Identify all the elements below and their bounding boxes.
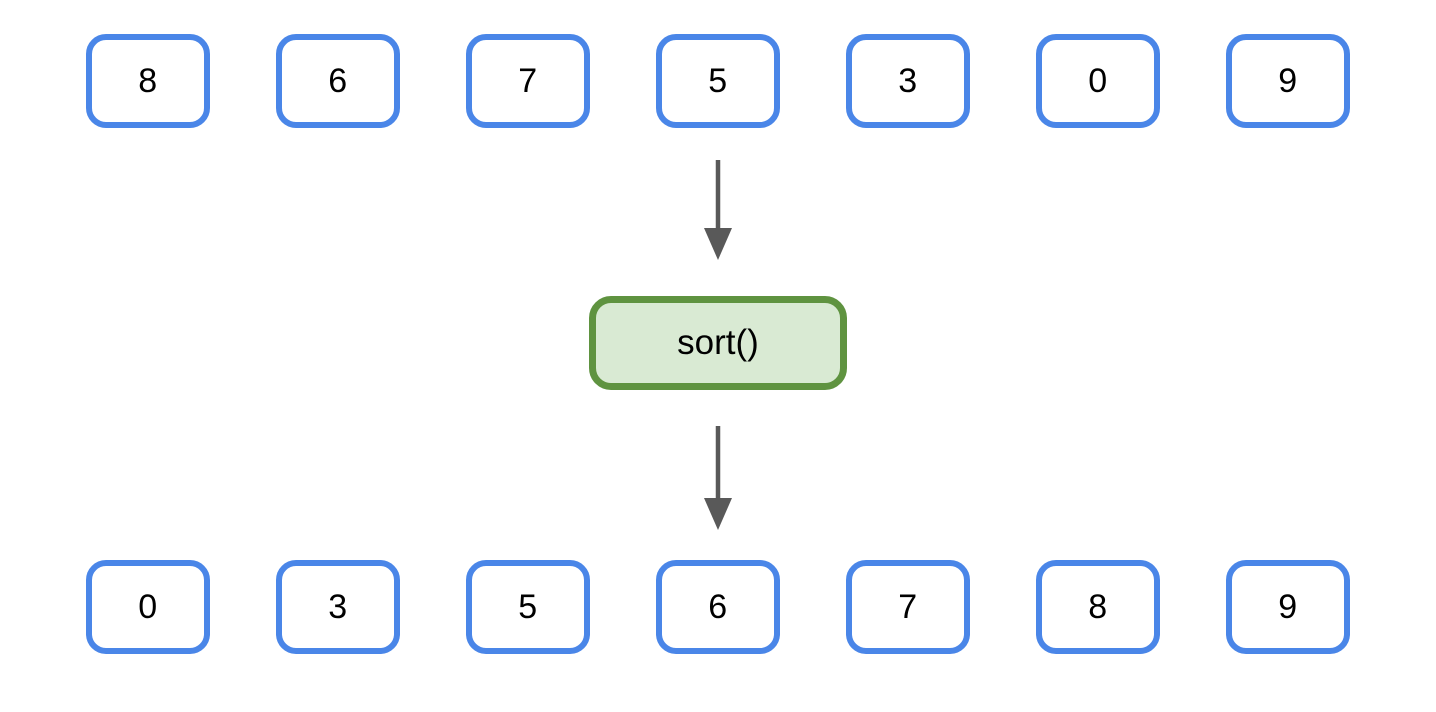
array-box: 0	[1036, 34, 1160, 128]
array-box: 8	[1036, 560, 1160, 654]
down-arrow-icon	[698, 160, 738, 260]
sort-operation-box: sort()	[589, 296, 847, 390]
sort-operation-label: sort()	[677, 323, 759, 362]
array-box: 9	[1226, 560, 1350, 654]
array-box: 5	[656, 34, 780, 128]
array-box: 3	[276, 560, 400, 654]
array-box: 3	[846, 34, 970, 128]
array-box: 6	[276, 34, 400, 128]
array-box: 0	[86, 560, 210, 654]
array-box: 7	[466, 34, 590, 128]
array-box: 8	[86, 34, 210, 128]
output-row: 0 3 5 6 7 8 9	[86, 560, 1350, 654]
array-box: 7	[846, 560, 970, 654]
array-box: 5	[466, 560, 590, 654]
array-box: 9	[1226, 34, 1350, 128]
down-arrow-icon	[698, 426, 738, 530]
array-box: 6	[656, 560, 780, 654]
input-row: 8 6 7 5 3 0 9	[86, 34, 1350, 128]
